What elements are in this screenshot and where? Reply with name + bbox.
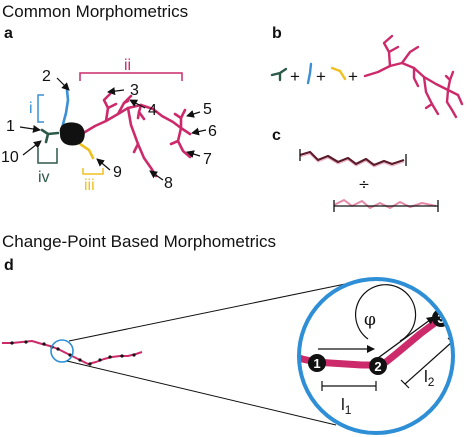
bracket-iv [37,148,58,164]
bracket-ii [79,72,183,81]
change-point-1: 1 [308,354,326,372]
label-6: 6 [208,123,217,140]
dendrite-segment-i [60,88,70,130]
length-l2-label: l2 [424,367,435,389]
straight-comparison-path [333,199,437,209]
phi-angle-arc [355,284,417,342]
label-segment-i: i [29,100,33,117]
length-l1-label: l1 [341,395,352,417]
bracket-i [37,94,44,123]
change-point-3-label: 3 [437,311,444,326]
label-2: 2 [42,68,51,85]
arrow-10 [22,140,42,156]
tortuous-path [299,150,405,167]
dendrite-segment-iv [40,128,60,144]
panel-b-decomposition: + + + [270,34,464,119]
plus-2: + [316,67,326,86]
label-10: 10 [1,149,19,166]
tortuous-bar-ends [299,149,407,166]
label-8: 8 [164,175,173,192]
soma [59,122,85,146]
label-segment-iii: iii [84,177,95,194]
arrow-3 [107,87,125,96]
label-4: 4 [148,102,157,119]
plus-3: + [348,67,358,86]
divide-sign: ÷ [358,177,370,193]
dendrite-segment-iii [78,142,95,160]
angle-phi-label: φ [364,310,376,330]
panel-label-d: d [4,257,14,274]
label-segment-iv: iv [38,169,50,186]
arrow-2 [56,77,70,91]
zoom-circle [297,277,455,435]
dendrite-segment-ii [78,92,192,178]
zoom-line-bottom [66,360,337,426]
change-point-2: 2 [369,357,387,375]
panel-c-tortuosity: ÷ [299,149,439,212]
euclidean-bar-ends [333,200,439,212]
piece-yellow [330,66,347,81]
piece-blue [306,62,313,85]
piece-green [270,67,288,82]
arrow-4 [129,99,146,109]
label-3: 3 [130,82,139,99]
arrow-8 [149,170,164,181]
bracket-iii [82,168,104,175]
zoom-circle-fill [299,279,453,433]
label-7: 7 [203,151,212,168]
panel-d-changepoint: 1 2 3 φ l1 l2 [2,277,455,435]
l1-bar-ends [321,381,377,391]
arrow-6 [191,127,207,136]
panel-label-c: c [272,127,281,144]
panel-a-neuron: 1 2 3 4 5 6 7 8 9 10 i ii iii iv [1,57,217,194]
label-1: 1 [6,118,15,135]
zoomed-region: 1 2 3 φ l1 l2 [299,284,453,417]
label-5: 5 [203,101,212,118]
panel-label-a: a [4,25,13,42]
tortuous-path-highlight [299,153,405,168]
label-segment-ii: ii [124,57,131,74]
l2-line [404,341,453,385]
label-9: 9 [113,164,122,181]
section-title-common: Common Morphometrics [2,2,189,21]
arrow-1 [19,125,41,133]
piece-magenta [363,34,464,119]
zoom-line-top [68,282,351,342]
change-point-1-label: 1 [313,356,320,371]
trace-overview [2,340,143,365]
arrow-7 [186,150,201,158]
plus-1: + [290,67,300,86]
panel-label-b: b [272,25,282,42]
section-title-changepoint: Change-Point Based Morphometrics [2,232,277,251]
zoom-source-circle [50,339,74,363]
arrow-5 [186,110,201,118]
arrow-9 [96,158,111,171]
change-point-2-label: 2 [374,359,381,374]
